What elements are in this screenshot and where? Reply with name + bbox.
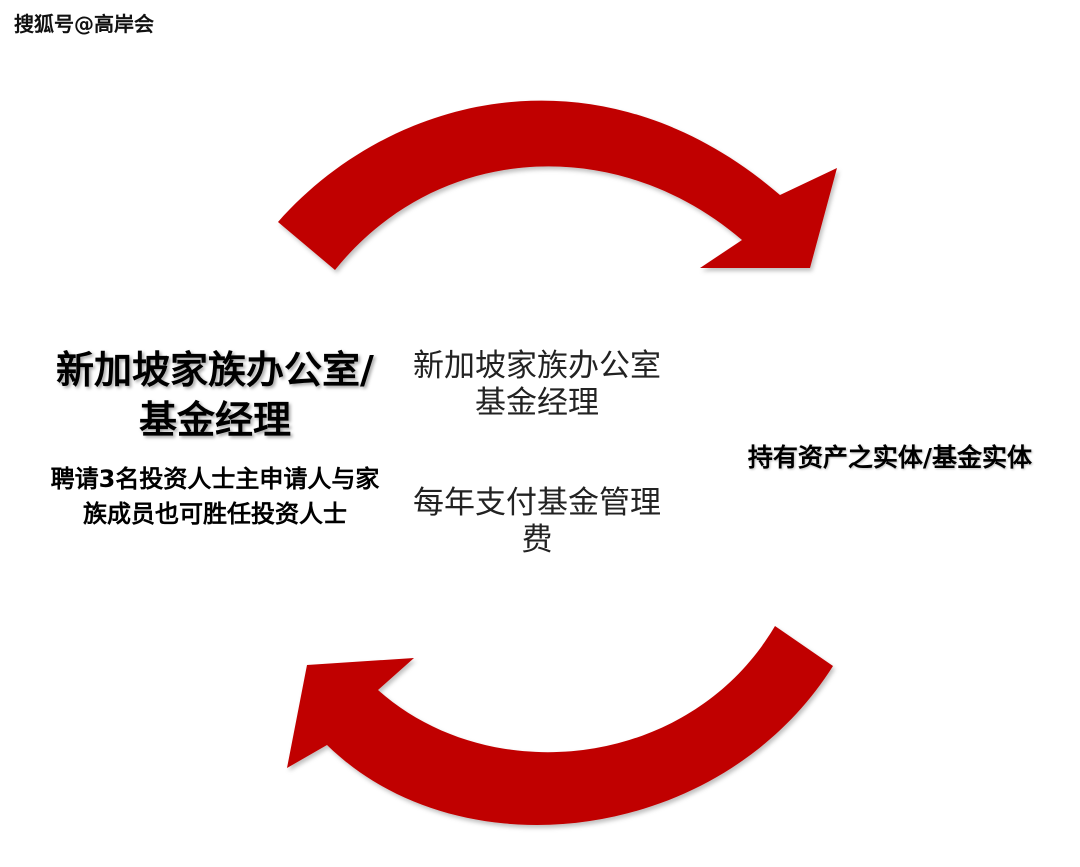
left-subtitle: 聘请3名投资人士主申请人与家族成员也可胜任投资人士 (50, 465, 380, 528)
center-bottom-label: 每年支付基金管理费 (413, 485, 661, 558)
bottom-arrow (287, 626, 833, 825)
center-top-label: 新加坡家族办公室基金经理 (413, 348, 661, 421)
top-arrow (278, 100, 837, 270)
watermark: 搜狐号@高岸会 (14, 12, 154, 36)
left-title: 新加坡家族办公室/基金经理 (56, 348, 374, 442)
right-label: 持有资产之实体/基金实体 (747, 443, 1033, 472)
